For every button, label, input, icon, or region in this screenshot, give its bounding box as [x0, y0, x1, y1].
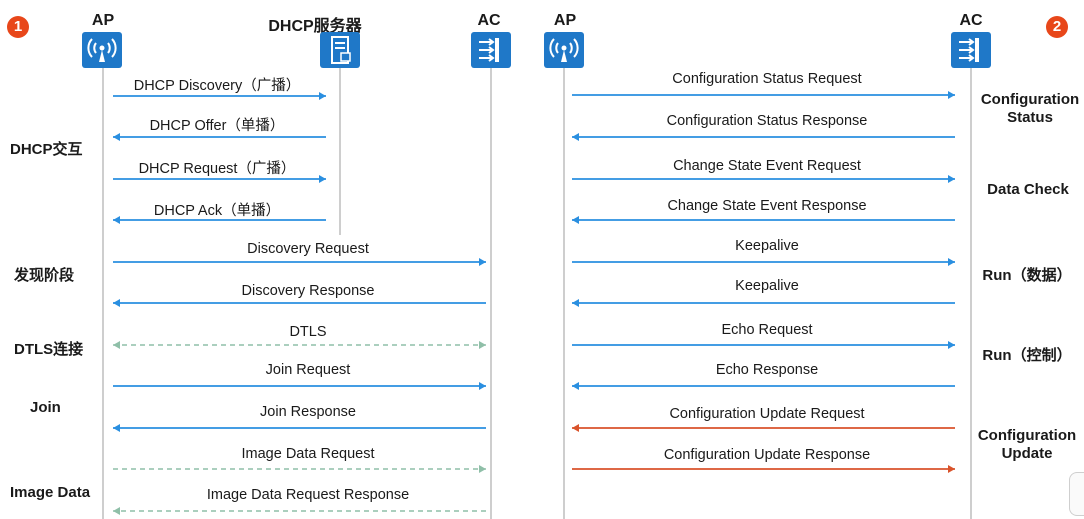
message-label: Echo Response [715, 362, 819, 378]
arrow-head [572, 424, 579, 432]
message-label: Image Data Request [241, 446, 375, 462]
arrow-head [113, 216, 120, 224]
wireless-ap-icon [82, 32, 122, 68]
message-label: Change State Event Request [673, 158, 861, 174]
arrow-head [948, 91, 955, 99]
message-label: Keepalive [735, 278, 799, 294]
arrow-head [572, 133, 579, 141]
message-label: DHCP Request（广播） [138, 161, 296, 177]
phase-configuration-status: Configuration Status [981, 91, 1079, 127]
phase-data-check-line1: Data Check [987, 181, 1069, 198]
phase-image-data: Image Data [10, 484, 91, 501]
step-badge-2: 2 [1046, 16, 1068, 38]
phase-join: Join [30, 399, 61, 416]
message-label: Join Request [265, 362, 351, 378]
arrow-head [948, 465, 955, 473]
arrow-head [113, 507, 120, 515]
arrow-head [948, 258, 955, 266]
phase-configuration-update: Configuration Update [978, 427, 1076, 463]
arrow-head [479, 465, 486, 473]
arrow-head [319, 92, 326, 100]
phase-run-data: Run（数据） [982, 267, 1071, 285]
arrow-head [479, 341, 486, 349]
phase-dtls: DTLS连接 [14, 341, 84, 358]
node-label-ap-left: AP [91, 12, 115, 29]
arrow-head [572, 216, 579, 224]
phase-data-check: Data Check [987, 181, 1069, 199]
arrow-head [113, 341, 120, 349]
arrow-head [479, 258, 486, 266]
arrow-head [948, 175, 955, 183]
message-label: Configuration Status Response [666, 113, 868, 129]
node-label-dhcp-server: DHCP服务器 [268, 18, 362, 35]
message-label: Echo Request [721, 322, 813, 338]
phase-run-data-line1: Run（数据） [982, 267, 1072, 284]
message-label: Configuration Update Response [663, 447, 871, 463]
arrow-head [479, 382, 486, 390]
node-label-ac-left: AC [477, 12, 501, 29]
message-label: Configuration Status Request [672, 71, 862, 87]
message-label: DHCP Discovery（广播） [133, 78, 301, 94]
phase-run-control-line1: Run（控制） [982, 347, 1072, 364]
message-label: DHCP Offer（单播） [149, 118, 285, 134]
side-handle[interactable] [1069, 472, 1084, 516]
message-label: Discovery Request [247, 241, 369, 257]
phase-configuration-status-line2: Status [1007, 109, 1053, 126]
message-label: DHCP Ack（单播） [153, 203, 281, 219]
node-label-ap-right: AP [553, 12, 577, 29]
message-label: Configuration Update Request [669, 406, 865, 422]
message-label: Change State Event Response [667, 198, 867, 214]
arrow-head [113, 424, 120, 432]
phase-configuration-update-line2: Update [1001, 445, 1053, 462]
arrow-head [319, 175, 326, 183]
server-icon [320, 32, 360, 68]
arrow-head [948, 341, 955, 349]
step-badge-1: 1 [7, 16, 29, 38]
phase-configuration-update-line1: Configuration [977, 427, 1077, 444]
message-label: Image Data Request Response [206, 487, 410, 503]
arrow-head [113, 299, 120, 307]
phase-dhcp: DHCP交互 [10, 141, 83, 158]
node-label-ac-right: AC [959, 12, 983, 29]
message-label: Discovery Response [241, 283, 375, 299]
access-controller-icon [471, 32, 511, 68]
wireless-ap-icon [544, 32, 584, 68]
message-label: DTLS [289, 324, 327, 340]
arrow-head [113, 133, 120, 141]
access-controller-icon [951, 32, 991, 68]
phase-run-control: Run（控制） [982, 347, 1071, 365]
message-label: Join Response [260, 404, 356, 420]
arrow-head [572, 299, 579, 307]
phase-discovery: 发现阶段 [14, 267, 75, 284]
message-label: Keepalive [735, 238, 799, 254]
arrow-head [572, 382, 579, 390]
phase-configuration-status-line1: Configuration [980, 91, 1080, 108]
